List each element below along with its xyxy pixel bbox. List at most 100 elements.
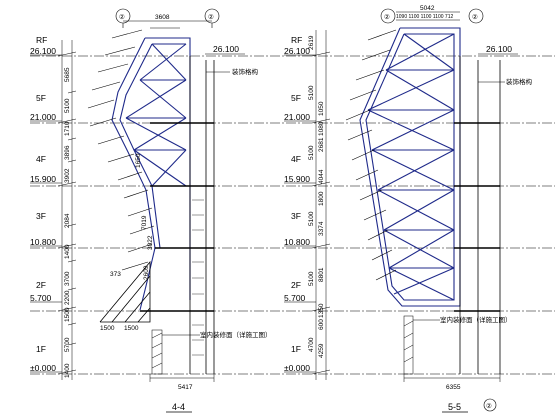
floor-label: RF (291, 35, 302, 45)
axis-marker-label: ② (384, 13, 390, 21)
floor-label: 5F (291, 93, 301, 103)
dimension-text: 2200 (64, 290, 71, 305)
floor-label: 4F (36, 154, 46, 164)
floor-label: 2F (36, 280, 46, 290)
dimension-text: 1400 (64, 363, 71, 378)
axis-marker-label: ② (208, 13, 214, 21)
axis-marker (380, 8, 396, 24)
dimension-text: 3700 (64, 271, 71, 286)
facade-fins-left (87, 29, 155, 271)
elevation-label: 10.800 (284, 237, 310, 247)
level-labels-right: RF 26.100 5F 21.000 4F 15.900 3F 10.800 … (284, 35, 316, 373)
floor-label: 4F (291, 154, 301, 164)
dimension-text: 1050 (318, 101, 325, 116)
elevation-label: 10.800 (30, 237, 56, 247)
dimension-text: 5100 (308, 271, 315, 286)
elevation-label: ±0.000 (284, 363, 310, 373)
dimension-text: 1710 (64, 121, 71, 136)
top-dimension-left (123, 20, 212, 29)
dimension-texts-right: 2619 1050 5100 1080 2681 5100 4044 1800 … (308, 35, 325, 358)
elevation-label: 26.100 (30, 46, 56, 56)
elevation-label: 21.000 (30, 112, 56, 122)
elevation-label: 21.000 (284, 112, 310, 122)
dimension-text: 5100 (308, 145, 315, 160)
dimension-text: 3896 (64, 145, 71, 160)
dimension-text: 5100 (308, 85, 315, 100)
annotation-note: 装饰格构 (506, 77, 533, 86)
dimension-text: 2609 (143, 265, 150, 280)
dimension-chain-left (57, 40, 77, 380)
axis-marker-label: ② (472, 13, 478, 21)
floor-label: 1F (36, 344, 46, 354)
dimension-text: 3374 (318, 221, 325, 236)
columns-right (459, 56, 501, 374)
glazing-left (192, 199, 204, 356)
dimension-text: 5700 (64, 337, 71, 352)
elevation-label: 26.100 (284, 46, 310, 56)
axis-markers-left (115, 8, 220, 28)
dimension-text: 600 (318, 319, 325, 330)
dimension-text: 7019 (141, 215, 148, 230)
dimension-text: 1090 1100 1100 1100 712 (396, 14, 453, 20)
level-labels-left: RF 26.100 5F 21.000 4F 15.900 3F 10.800 … (30, 35, 62, 373)
elevation-label: 5.700 (284, 293, 306, 303)
dimension-text: 2084 (64, 213, 71, 228)
section-title: 5-5 (448, 402, 461, 412)
dimension-text: 373 (110, 271, 121, 278)
floor-slabs-left (140, 122, 214, 312)
bottom-dimension-left (149, 374, 215, 382)
columns-left (189, 56, 215, 374)
elevation-label: 15.900 (30, 174, 56, 184)
dimension-text: 1650 (135, 153, 142, 168)
elevation-label-right: 26.100 (486, 44, 512, 54)
dimension-text: 4044 (318, 169, 325, 184)
dimension-text: 1350 (318, 303, 325, 318)
dimension-text: 2619 (308, 35, 315, 50)
axis-marker-label: ② (486, 402, 492, 410)
annotation-note: 室内装修面（详施工图） (200, 330, 272, 339)
axis-marker-label: ② (119, 13, 125, 21)
dimension-text: 1500 (64, 307, 71, 322)
elevation-label: 5.700 (30, 293, 52, 303)
support-bracket-left (99, 260, 151, 323)
dimension-text: 1800 (318, 191, 325, 206)
dimension-text: 5100 (308, 211, 315, 226)
top-dimension-right (396, 11, 460, 21)
floor-label: 5F (36, 93, 46, 103)
floor-label: 3F (36, 211, 46, 221)
level-lines (30, 55, 555, 375)
axis-marker (468, 8, 484, 24)
truss-section-5-5 (359, 27, 461, 307)
bottom-dimension-right (403, 374, 501, 382)
elevation-label-right: 26.100 (213, 44, 239, 54)
dimension-texts-left: 5685 5100 1710 3896 3902 2084 1400 3700 … (64, 67, 71, 378)
section-title: 4-4 (172, 402, 185, 412)
dimension-text: 3022 (147, 235, 154, 250)
dimension-text: 1400 (64, 244, 71, 259)
floor-slabs-right (454, 122, 500, 312)
dimension-text: 4700 (308, 337, 315, 352)
dimension-text: 3902 (64, 168, 71, 183)
dimension-text: 1500 (124, 325, 139, 332)
floor-label: 1F (291, 344, 301, 354)
dimension-text: 5042 (420, 5, 435, 12)
dimension-text: 1500 (100, 325, 115, 332)
base-column-right (403, 315, 414, 375)
dimension-text: 5417 (178, 384, 193, 391)
dimension-text: 5100 (64, 98, 71, 113)
facade-fins-right (345, 29, 397, 281)
dimension-text: 4259 (318, 343, 325, 358)
axis-markers-right (380, 8, 484, 24)
elevation-label: ±0.000 (30, 363, 56, 373)
dimension-chain-right (311, 30, 331, 380)
dimension-text: 6355 (446, 384, 461, 391)
floor-label: 2F (291, 280, 301, 290)
annotation-note: 装饰格构 (232, 67, 259, 76)
dimension-text: 8801 (318, 267, 325, 282)
floor-label: RF (36, 35, 47, 45)
floor-label: 3F (291, 211, 301, 221)
axis-marker (483, 398, 497, 412)
annotation-note: 室内装修面（详施工图） (440, 315, 512, 324)
dimension-text: 3608 (155, 14, 170, 21)
